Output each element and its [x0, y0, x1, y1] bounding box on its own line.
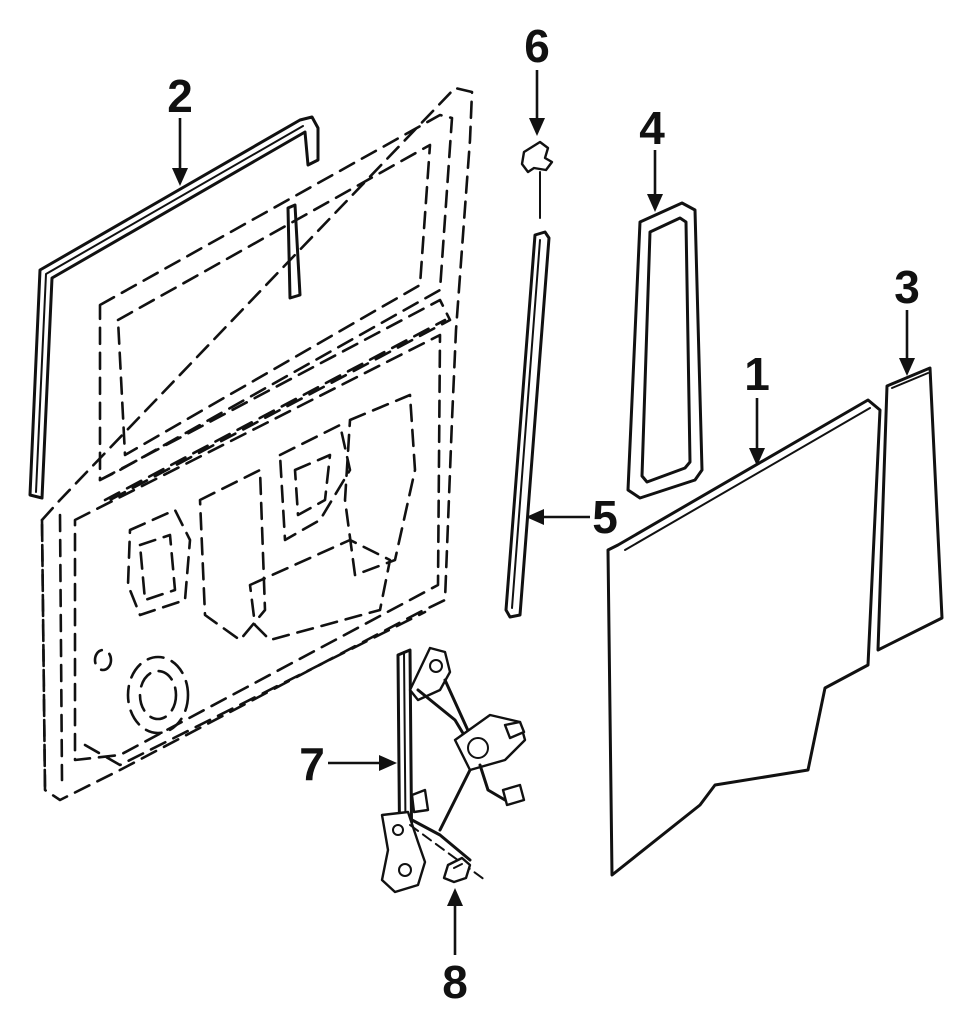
leader-1: [749, 398, 765, 466]
leader-8: [447, 888, 463, 955]
leader-3: [899, 310, 915, 376]
callout-4: 4: [639, 102, 665, 154]
part-3-fixed-glass: [876, 366, 944, 652]
part-5-channel-strip: [504, 230, 551, 619]
part-1-door-glass: [606, 398, 882, 877]
leader-6: [529, 70, 545, 136]
callout-6: 6: [524, 20, 550, 72]
callout-3: 3: [894, 261, 920, 313]
part-7-window-regulator: [380, 646, 527, 894]
part-2-run-channel: [28, 115, 320, 500]
callout-5: 5: [592, 491, 618, 543]
leader-2: [172, 118, 188, 186]
part-6-clip: [520, 140, 554, 219]
callout-1: 1: [744, 348, 770, 400]
door-shell: [40, 86, 474, 802]
part-4-quarter-glass-seal: [626, 201, 704, 500]
callout-7: 7: [299, 738, 325, 790]
callout-2: 2: [167, 70, 193, 122]
leader-5: [526, 509, 590, 525]
leader-7: [328, 755, 397, 771]
part-8-clip: [442, 856, 472, 884]
leader-4: [647, 150, 663, 212]
callout-8: 8: [442, 956, 468, 1008]
